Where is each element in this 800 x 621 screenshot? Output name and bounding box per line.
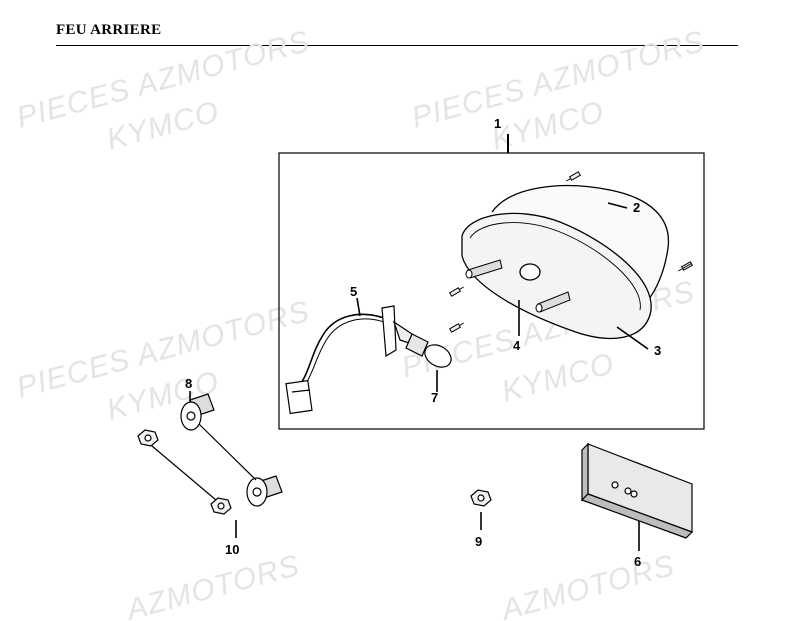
callout-10: 10	[225, 542, 239, 557]
callout-7: 7	[431, 390, 438, 405]
screws	[448, 171, 694, 333]
nuts	[137, 429, 492, 515]
callout-3: 3	[654, 343, 661, 358]
title-rule	[56, 45, 738, 46]
bulb	[405, 333, 452, 368]
leader-lines	[189, 202, 649, 551]
callout-labels: 1 2 3 4 5 6 7 8 9 10	[185, 116, 661, 569]
callout-9: 9	[475, 534, 482, 549]
callout-1: 1	[494, 116, 501, 131]
assembly-lines	[151, 423, 257, 501]
callout-5: 5	[350, 284, 357, 299]
callout-2: 2	[633, 200, 640, 215]
page-title: FEU ARRIERE	[56, 22, 162, 38]
tail-lamp-housing	[461, 185, 670, 340]
bulb-socket-harness	[285, 305, 419, 415]
watermark-text: KYMCO	[498, 347, 618, 409]
plate-bracket	[580, 442, 694, 539]
rubber-spacers	[180, 393, 283, 507]
watermark-text: AZMOTORS	[121, 549, 303, 621]
callout-6: 6	[634, 554, 641, 569]
assembly-frame	[278, 134, 705, 430]
callout-8: 8	[185, 376, 192, 391]
callout-4: 4	[513, 338, 521, 353]
watermark-text: AZMOTORS	[496, 549, 678, 621]
